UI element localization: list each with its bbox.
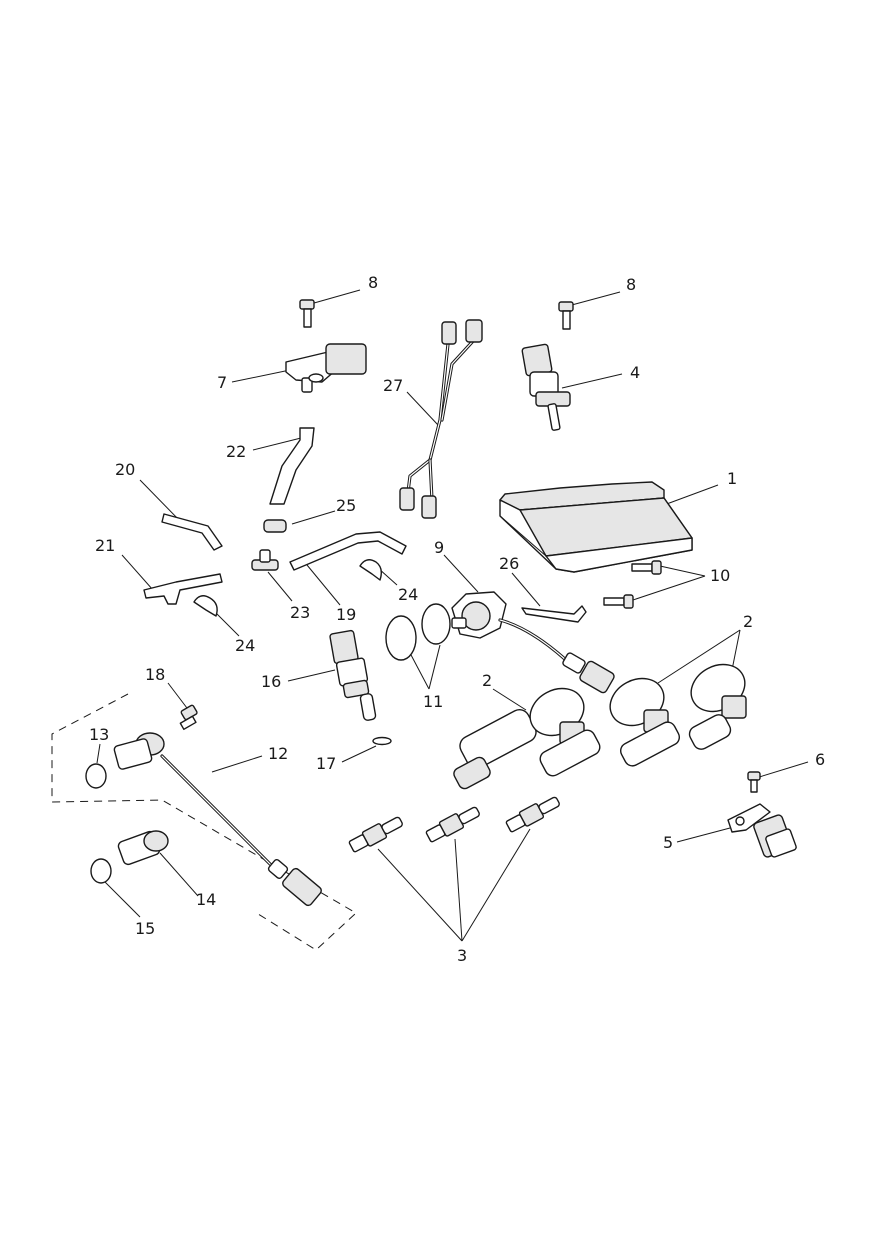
- callout-13: 13: [89, 725, 109, 744]
- callout-22: 22: [226, 442, 246, 461]
- part-throttle-sensor: [451, 591, 615, 694]
- callout-3: 3: [457, 946, 467, 965]
- part-ecm: [499, 481, 693, 573]
- callout-23: 23: [290, 603, 310, 622]
- part-hose-22: [269, 427, 315, 505]
- part-clip-24-right: [359, 559, 383, 581]
- callout-15: 15: [135, 919, 155, 938]
- callout-26: 26: [499, 554, 519, 573]
- part-o-ring-17: [372, 736, 392, 746]
- part-bolt-18: [179, 704, 198, 731]
- callout-10: 10: [710, 566, 730, 585]
- callout-12: 12: [268, 744, 288, 763]
- callout-16: 16: [261, 672, 281, 691]
- part-bolt-8-right: [558, 301, 574, 330]
- sensor-assembly-boundary: [51, 693, 357, 951]
- callout-5: 5: [663, 833, 673, 852]
- part-washer-13: [85, 763, 107, 789]
- part-sensor-lead: [113, 732, 322, 907]
- part-washer-15: [90, 858, 112, 884]
- part-wiring-harness: [399, 319, 483, 519]
- part-bolt-8-left: [299, 299, 315, 328]
- callout-20: 20: [115, 460, 135, 479]
- callout-21: 21: [95, 536, 115, 555]
- callout-8-left: 8: [368, 273, 378, 292]
- callout-19: 19: [336, 605, 356, 624]
- part-t-connector: [251, 549, 279, 571]
- leader-lines: [96, 289, 809, 942]
- part-sensor-upper-right: [521, 343, 571, 431]
- part-temp-sensor: [329, 629, 377, 721]
- callout-24-right: 24: [398, 585, 418, 604]
- callout-9: 9: [434, 538, 444, 557]
- part-sensor-14: [117, 830, 169, 866]
- part-spark-plugs: [348, 796, 560, 853]
- callout-27: 27: [383, 376, 403, 395]
- part-sensor-lower-right: [727, 803, 797, 858]
- callout-6: 6: [815, 750, 825, 769]
- callout-14: 14: [196, 890, 216, 909]
- callout-17: 17: [316, 754, 336, 773]
- part-hose-21: [143, 573, 223, 605]
- callout-2-right: 2: [743, 612, 753, 631]
- callout-18: 18: [145, 665, 165, 684]
- callout-labels: 1 2 2 3 4 5 6 7 8 8 9 10 11 12 13 14 15 …: [89, 273, 825, 965]
- part-bolt-10-lower: [603, 594, 634, 609]
- part-bracket-26: [521, 605, 587, 623]
- callout-2-left: 2: [482, 671, 492, 690]
- callout-7: 7: [217, 373, 227, 392]
- callout-8-right: 8: [626, 275, 636, 294]
- part-bolt-6: [747, 771, 761, 793]
- part-map-sensor: [285, 343, 367, 393]
- callout-11: 11: [423, 692, 443, 711]
- callout-1: 1: [727, 469, 737, 488]
- callout-4: 4: [630, 363, 640, 382]
- callout-25: 25: [336, 496, 356, 515]
- part-hose-19: [289, 531, 407, 571]
- part-clip-24-left: [193, 595, 218, 617]
- part-hose-20: [161, 513, 223, 551]
- part-bolt-10-upper: [631, 560, 662, 575]
- callout-24-left: 24: [235, 636, 255, 655]
- part-ignition-coils: [453, 663, 747, 790]
- part-hose-clip-25: [263, 519, 287, 533]
- part-o-rings: [385, 603, 451, 661]
